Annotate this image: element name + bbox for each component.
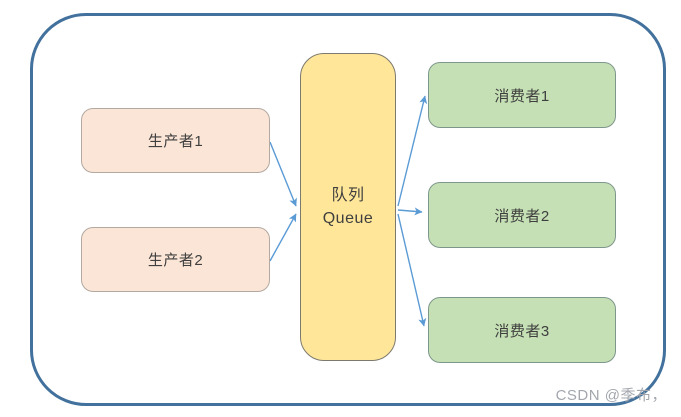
queue-label-cn: 队列 [331,186,365,204]
csdn-watermark: CSDN @季布， [555,387,667,404]
producer-1-label: 生产者1 [147,133,204,150]
consumer-1-label: 消费者1 [494,87,550,105]
producer-1-box: 生产者1 [81,108,270,173]
consumer-2-box: 消费者2 [428,182,616,248]
consumer-1-box: 消费者1 [428,62,616,128]
outer-rounded-frame [30,13,666,406]
producer-2-label: 生产者2 [147,252,204,269]
consumer-3-label: 消费者3 [494,322,550,340]
queue-label-en: Queue [322,210,374,227]
queue-box: 队列 Queue [300,53,396,361]
producer-2-box: 生产者2 [81,227,270,292]
consumer-2-label: 消费者2 [494,207,550,225]
consumer-3-box: 消费者3 [428,297,616,363]
